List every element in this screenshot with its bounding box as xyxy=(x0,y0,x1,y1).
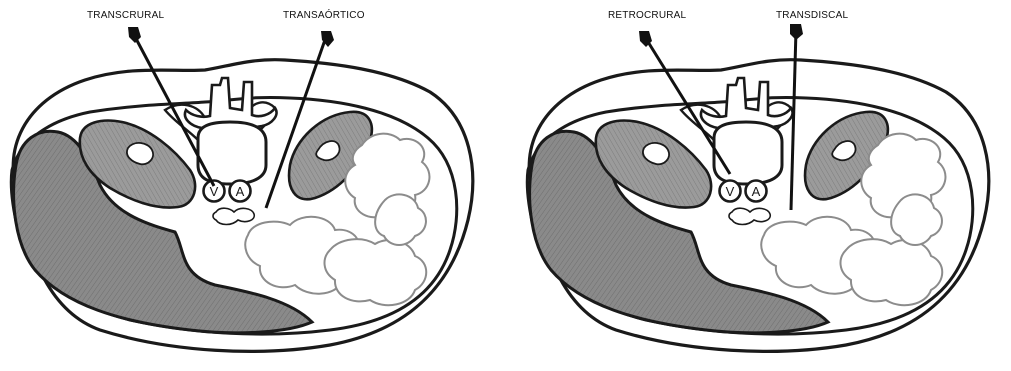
left-panel: V A TRANSCRURAL TRANSAÓRTICO xyxy=(11,8,473,351)
needle-hub-icon xyxy=(790,24,803,40)
aorta-label: A xyxy=(752,184,761,199)
needle-transdiscal xyxy=(791,30,796,210)
vein-label: V xyxy=(726,184,735,199)
label-transaortico: TRANSAÓRTICO xyxy=(283,8,365,21)
needle-hub-icon xyxy=(128,27,141,43)
label-transcrural: TRANSCRURAL xyxy=(87,10,164,21)
vein-label: V xyxy=(210,184,219,199)
label-transdiscal: TRANSDISCAL xyxy=(776,10,848,21)
label-retrocrural: RETROCRURAL xyxy=(608,10,687,21)
aorta-label: A xyxy=(236,184,245,199)
right-panel: V A RETROCRURAL TRANSDISCAL xyxy=(527,10,989,351)
